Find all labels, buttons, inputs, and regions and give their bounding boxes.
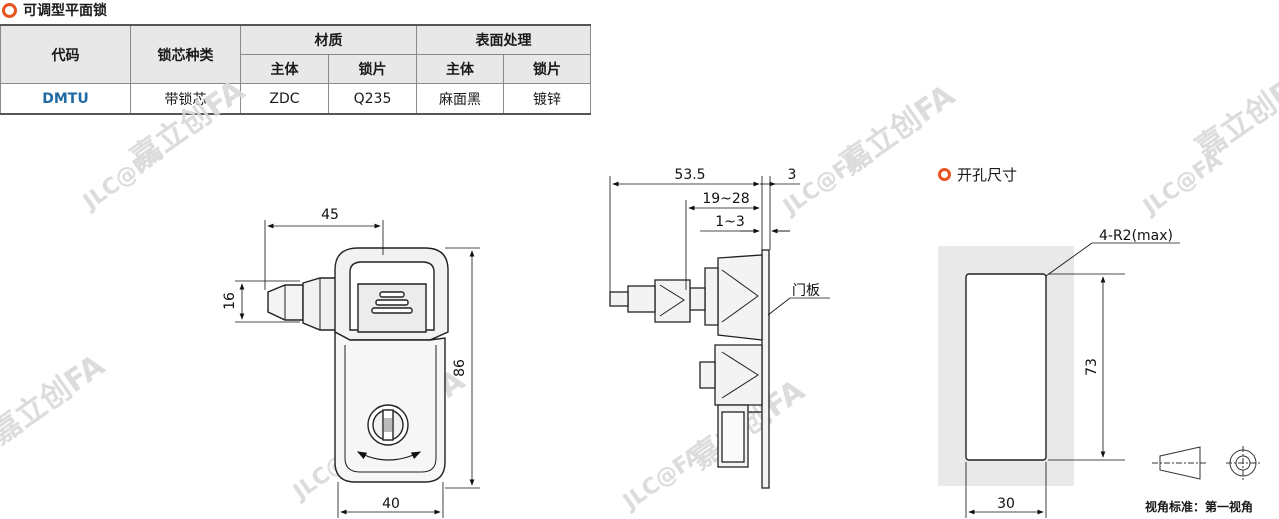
dim-total: 53.5 bbox=[674, 167, 705, 183]
cell-mat-plate: Q235 bbox=[328, 83, 417, 115]
cutout-title: 开孔尺寸 bbox=[938, 163, 1017, 185]
cell-core: 带锁芯 bbox=[130, 83, 241, 115]
cell-surf-plate: 镀锌 bbox=[503, 83, 591, 115]
cutout-view bbox=[938, 246, 1074, 486]
header-material: 材质 bbox=[240, 24, 417, 55]
dim-width-bottom: 40 bbox=[382, 496, 400, 512]
panel-label: 门板 bbox=[792, 283, 820, 299]
side-dimensions bbox=[609, 176, 830, 316]
header-surface-plate: 锁片 bbox=[503, 54, 591, 84]
front-view bbox=[267, 247, 449, 483]
cutout-dimensions bbox=[965, 242, 1180, 518]
cell-mat-body: ZDC bbox=[240, 83, 329, 115]
watermark-text: 嘉立创FA bbox=[125, 73, 252, 177]
header-surface-body: 主体 bbox=[416, 54, 504, 84]
dim-panel-range: 1~3 bbox=[715, 214, 745, 230]
header-material-body: 主体 bbox=[240, 54, 329, 84]
dim-height: 86 bbox=[452, 359, 468, 377]
dim-width-top: 45 bbox=[321, 207, 339, 223]
header-material-plate: 锁片 bbox=[328, 54, 417, 84]
cutout-title-text: 开孔尺寸 bbox=[957, 165, 1018, 184]
projection-label: 视角标准：第一视角 bbox=[1145, 500, 1254, 514]
dim-plate: 3 bbox=[788, 167, 797, 183]
dim-adjust: 19~28 bbox=[702, 191, 749, 207]
spec-table: 代码 锁芯种类 材质 表面处理 主体 锁片 主体 锁片 DMTU 带锁芯 ZDC… bbox=[0, 24, 591, 115]
section-title-text: 可调型平面锁 bbox=[23, 3, 107, 19]
table-row: DMTU 带锁芯 ZDC Q235 麻面黑 镀锌 bbox=[0, 83, 591, 115]
watermark-text: 嘉立创FA bbox=[0, 348, 112, 452]
first-angle-projection-icon bbox=[1152, 446, 1260, 480]
cell-code: DMTU bbox=[0, 83, 131, 115]
header-core: 锁芯种类 bbox=[130, 24, 241, 84]
header-code: 代码 bbox=[0, 24, 131, 84]
front-dimensions bbox=[235, 220, 480, 518]
cell-surf-body: 麻面黑 bbox=[416, 83, 504, 115]
dim-cutout-width: 30 bbox=[997, 496, 1015, 512]
circle-bullet-icon bbox=[2, 2, 17, 18]
section-title: 可调型平面锁 bbox=[2, 0, 107, 20]
dim-radius: 4-R2(max) bbox=[1099, 228, 1173, 244]
watermark-text: 嘉立创FA bbox=[1190, 63, 1279, 167]
side-view bbox=[609, 249, 770, 489]
dim-cutout-height: 73 bbox=[1084, 358, 1100, 376]
dim-height-small: 16 bbox=[222, 292, 238, 310]
header-surface: 表面处理 bbox=[416, 24, 591, 55]
circle-bullet-icon bbox=[938, 167, 951, 181]
